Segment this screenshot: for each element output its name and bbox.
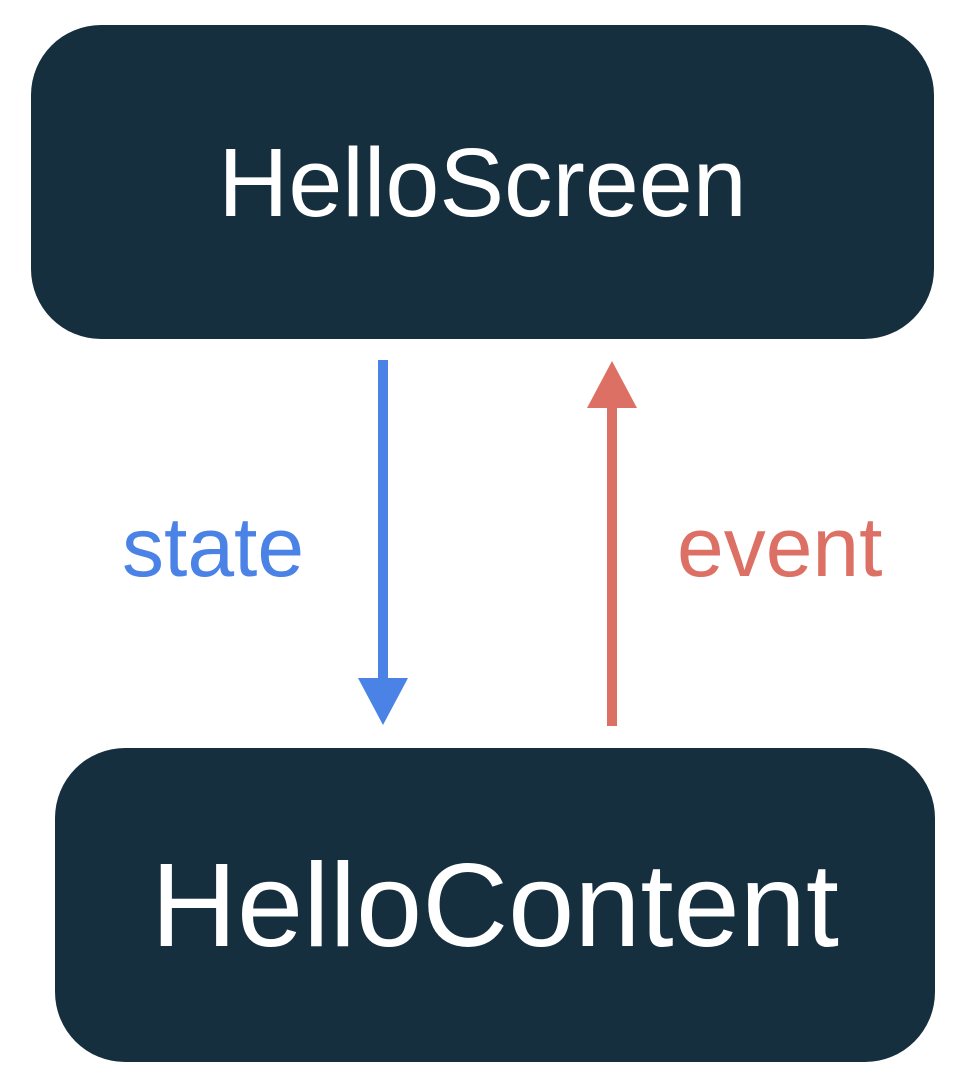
event-arrow-up-icon <box>587 361 637 726</box>
state-arrow-shape <box>358 360 408 725</box>
event-edge-label: event <box>677 500 883 594</box>
node-hellocontent-label: HelloContent <box>151 838 839 972</box>
node-helloscreen: HelloScreen <box>31 25 934 339</box>
node-hellocontent: HelloContent <box>55 748 935 1062</box>
state-edge-label: state <box>122 500 305 594</box>
node-helloscreen-label: HelloScreen <box>218 127 747 237</box>
state-arrow-down-icon <box>358 360 408 725</box>
event-arrow-shape <box>587 361 637 726</box>
